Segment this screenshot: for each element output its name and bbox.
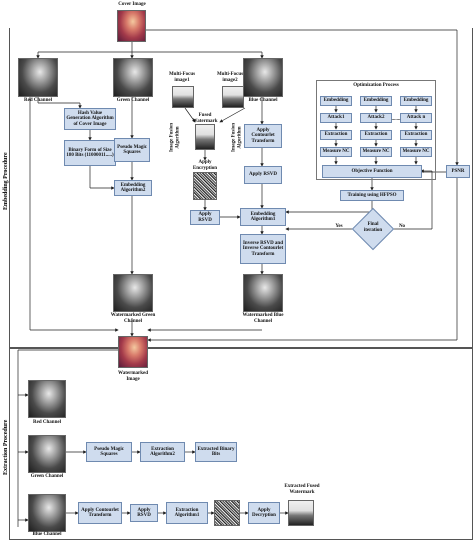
embedding-section-frame (9, 28, 473, 348)
multi-focus-image2 (222, 86, 244, 108)
extract-red-channel-label: Red Channel (33, 420, 61, 425)
fused-watermark-label: Fused Watermark (192, 113, 218, 124)
no-label: No (398, 224, 406, 229)
extract-red-channel-image (28, 380, 66, 418)
cover-image-label: Cover Image (118, 2, 146, 7)
multi-focus-image1 (172, 86, 194, 108)
apply-contourlet-box: Apply Contourlet Transform (244, 124, 282, 148)
opt-attack-1: Attack1 (320, 113, 352, 123)
yes-label: Yes (335, 224, 343, 229)
cover-image (117, 10, 146, 42)
watermarked-green-label: Watermarked Green Channel (110, 313, 156, 324)
extraction-algorithm2-box: Extraction Algorithm2 (140, 442, 185, 462)
opt-embedding-1: Embedding (320, 96, 352, 106)
extract-green-channel-label: Green Channel (30, 474, 64, 479)
opt-dots: ....... (391, 117, 401, 122)
opt-embedding-2: Embedding (360, 96, 392, 106)
green-channel-label: Green Channel (116, 98, 150, 103)
extracted-fused-label: Extracted Fused Watermark (284, 484, 320, 495)
fusion-label-1: Image Fusion Algorithm (169, 122, 181, 153)
encrypted-watermark-image (193, 172, 217, 200)
extracted-encrypted-image (214, 500, 240, 526)
multi-focus-image2-label: Multi-Focus image2 (216, 72, 244, 83)
extraction-algorithm1-box: Extraction Algorithm1 (166, 502, 208, 524)
extract-blue-channel-label: Blue Channel (32, 532, 62, 537)
inverse-transform-box: Inverse RSVD and Inverse Contourlet Tran… (240, 234, 286, 264)
opt-extraction-3: Extraction (400, 130, 432, 140)
final-iteration-label: Final iteration (363, 222, 383, 233)
apply-rsvd-box-2: Apply RSVD (190, 210, 220, 225)
extracted-fused-image (288, 500, 314, 526)
opt-attack-2: Attack2 (360, 113, 392, 123)
extract-pseudo-magic-box: Pseudo Magic Squares (86, 442, 132, 462)
opt-measure-nc-3: Measure NC (400, 147, 432, 157)
training-hfpso-box: Training using HFPSO (340, 190, 404, 201)
apply-decryption-box: Apply Decryption (248, 502, 280, 524)
watermarked-image-label: Watermarked Image (118, 371, 148, 382)
objective-function-box: Objective Function (322, 165, 422, 178)
fusion-label-2: Image Fusion Algorithm (231, 122, 243, 153)
opt-measure-nc-2: Measure NC (360, 147, 392, 157)
embedding-algorithm1-box: Embedding Algorithm1 (240, 208, 286, 226)
watermarked-image (118, 336, 148, 368)
opt-extraction-1: Extraction (320, 130, 352, 140)
watermarked-blue-image (243, 274, 283, 312)
fused-watermark-image (195, 124, 215, 150)
optimization-frame (316, 80, 436, 180)
watermarked-green-image (113, 274, 153, 312)
opt-extraction-2: Extraction (360, 130, 392, 140)
blue-channel-label: Blue Channel (248, 98, 278, 103)
green-channel-image (113, 58, 153, 97)
multi-focus-image1-label: Multi-Focus image1 (168, 72, 196, 83)
apply-encryption-label: Apply Encryption (192, 160, 218, 171)
extract-rsvd-box: Apply RSVD (130, 504, 158, 522)
pseudo-magic-squares-box: Pseudo Magic Squares (114, 138, 150, 162)
opt-embedding-3: Embedding (400, 96, 432, 106)
optimization-title: Optimization Process (353, 83, 399, 88)
embedding-algorithm2-box: Embedding Algorithm2 (114, 180, 152, 196)
apply-rsvd-box-1: Apply RSVD (244, 166, 282, 184)
extract-green-channel-image (28, 435, 66, 473)
blue-channel-image (243, 58, 283, 97)
red-channel-image (18, 58, 58, 97)
extract-contourlet-box: Apply Contourlet Transform (78, 502, 122, 524)
extract-blue-channel-image (28, 494, 66, 532)
binary-form-box: Binary Form of Size 180 Bits (11000011..… (64, 140, 116, 166)
opt-measure-nc-1: Measure NC (320, 147, 352, 157)
watermarked-blue-label: Watermarked Blue Channel (242, 313, 284, 324)
psnr-box: PSNR (446, 165, 470, 178)
extracted-binary-bits-box: Extracted Binary Bits (195, 442, 237, 462)
red-channel-label: Red Channel (24, 98, 52, 103)
opt-attack-n: Attack n (400, 113, 432, 123)
hash-generation-box: Hash Value Generation Algorithm of Cover… (64, 108, 116, 130)
